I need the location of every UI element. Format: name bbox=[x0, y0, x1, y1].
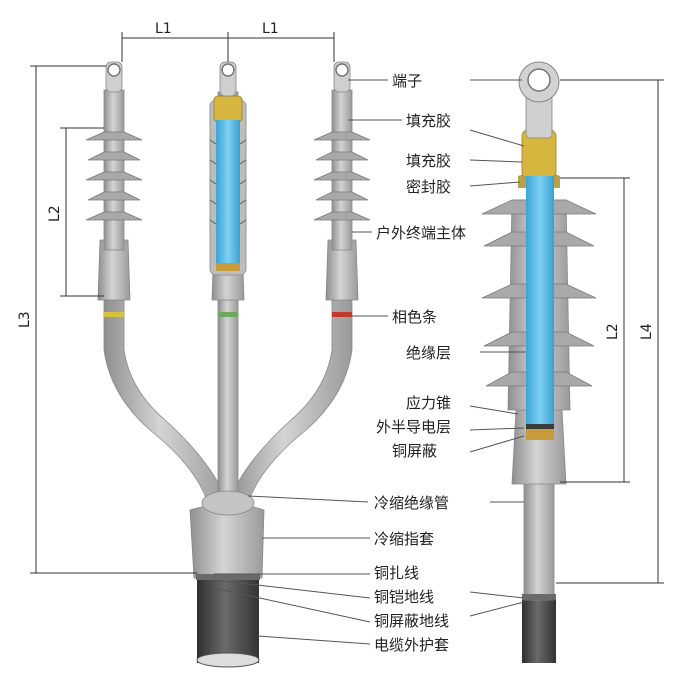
right-cable-sheath bbox=[522, 595, 556, 663]
label-copper-tie: 铜扎线 bbox=[374, 564, 419, 582]
phase-band-green bbox=[218, 312, 238, 317]
label-sealant: 密封胶 bbox=[406, 178, 451, 196]
label-copper-screen: 铜屏蔽 bbox=[392, 442, 437, 460]
copper-screen-right bbox=[526, 428, 554, 440]
crotch bbox=[201, 490, 255, 516]
copper-tie-band bbox=[196, 574, 260, 580]
right-branch bbox=[227, 299, 353, 511]
phase-band-yellow bbox=[104, 312, 124, 317]
right-copper-tie bbox=[522, 594, 556, 600]
dim-L2-right: L2 bbox=[605, 323, 621, 340]
dim-L3: L3 bbox=[17, 311, 33, 328]
left-sheath-end bbox=[196, 652, 260, 668]
label-insulation: 绝缘层 bbox=[406, 344, 451, 362]
left-branch bbox=[103, 299, 229, 511]
center-phase-insulator bbox=[209, 61, 247, 301]
dim-L1-left: L1 bbox=[155, 21, 172, 37]
label-phase-strip: 相色条 bbox=[392, 308, 437, 326]
dim-L1-right: L1 bbox=[262, 21, 279, 37]
leader-lines bbox=[213, 79, 526, 645]
label-cold-shrink-finger: 冷缩指套 bbox=[374, 530, 434, 548]
label-screen-ground: 铜屏蔽地线 bbox=[374, 612, 449, 630]
label-armor-ground: 铜铠地线 bbox=[374, 588, 434, 606]
single-core-cutaway: L2 L4 bbox=[481, 61, 664, 663]
label-outer-semicon: 外半导电层 bbox=[376, 418, 451, 436]
label-outdoor-body: 户外终端主体 bbox=[376, 224, 466, 242]
right-phase-insulator bbox=[313, 61, 371, 301]
insulation-right bbox=[526, 176, 554, 424]
outer-semicon-right bbox=[526, 424, 554, 429]
label-terminal: 端子 bbox=[392, 72, 422, 90]
dim-L4: L4 bbox=[639, 323, 655, 340]
phase-band-red bbox=[332, 312, 352, 317]
left-cable-sheath bbox=[197, 573, 259, 663]
label-filler-1: 填充胶 bbox=[406, 112, 451, 130]
right-dimension-lines bbox=[556, 79, 664, 584]
label-cable-sheath: 电缆外护套 bbox=[374, 636, 449, 654]
label-filler-2: 填充胶 bbox=[406, 152, 451, 170]
terminal-hole bbox=[527, 68, 551, 92]
center-branch bbox=[217, 299, 239, 511]
dim-L2-left: L2 bbox=[47, 205, 63, 222]
three-core-termination: L1 L1 L2 L3 bbox=[17, 21, 371, 668]
left-phase-insulator bbox=[85, 61, 143, 301]
left-dimension-lines bbox=[30, 32, 335, 574]
right-cold-shrink-tube bbox=[523, 479, 555, 601]
label-cold-shrink-tube: 冷缩绝缘管 bbox=[374, 494, 449, 512]
label-stress-cone: 应力锥 bbox=[406, 394, 451, 412]
